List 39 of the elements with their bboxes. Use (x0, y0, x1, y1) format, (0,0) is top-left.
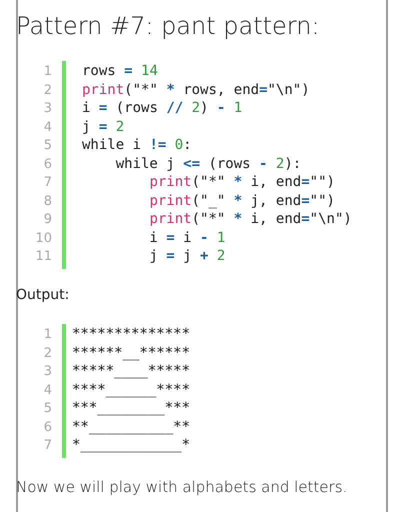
line-number: 5 (42, 138, 52, 153)
code-line: print("*" * i, end="\n") (148, 211, 352, 227)
code-line: i = (rows // 2) - 1 (82, 100, 242, 116)
line-number: 7 (42, 438, 52, 453)
line-number: 5 (42, 401, 52, 416)
line-number: 10 (34, 230, 52, 246)
line-number: 4 (42, 382, 52, 398)
line-number: 6 (42, 156, 52, 172)
code-line: while i != 0: (82, 137, 192, 153)
line-number: 2 (42, 346, 52, 360)
output-line: *____________* (72, 437, 190, 453)
line-number: 11 (34, 249, 52, 264)
line-number: 3 (42, 364, 52, 379)
code-line: print("_" * j, end="") (148, 192, 335, 208)
code-line: rows = 14 (82, 63, 158, 79)
code-line: j = j + 2 (148, 248, 226, 264)
output-line: ****______**** (72, 382, 190, 398)
line-number: 6 (42, 420, 52, 434)
line-number: 4 (42, 120, 52, 134)
line-number: 3 (42, 101, 52, 116)
line-number: 9 (42, 212, 52, 227)
output-line: ******__****** (72, 344, 190, 360)
code-line: while j <= (rows - 2): (114, 156, 302, 172)
code-line: i = i - 1 (148, 230, 226, 246)
code-line: print("*" * i, end="") (148, 174, 335, 190)
paragraph: Now we will play with alphabets and letters. (16, 478, 348, 496)
output-line: **__________** (72, 418, 190, 434)
output-line: ************** (72, 326, 190, 342)
line-number: 8 (42, 194, 52, 208)
code-line: j = 2 (82, 118, 124, 134)
output-line: *****____***** (72, 363, 190, 379)
line-number: 2 (42, 82, 52, 98)
line-number: 1 (42, 64, 52, 79)
code-line: print("*" * rows, end="\n") (82, 82, 310, 98)
output-line: ***________*** (72, 400, 190, 416)
page-title: Pattern #7: pant pattern: (16, 12, 320, 40)
line-number: 1 (42, 327, 52, 342)
line-number: 7 (42, 175, 52, 190)
section-label: Output: (16, 287, 70, 303)
